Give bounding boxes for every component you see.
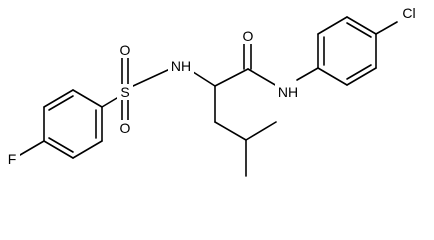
atom-fluorine: F — [8, 151, 17, 167]
bond-fring-inner-2 — [48, 137, 74, 153]
atom-sulfonamide-nh: NH — [171, 58, 191, 74]
bond-clring-6 — [317, 67, 348, 86]
bond-ccarbonyl-nh — [247, 68, 278, 87]
atom-carbonyl-o: O — [243, 28, 254, 44]
bond-fring-1 — [72, 89, 103, 108]
atom-o-sulfonyl-top: O — [120, 42, 131, 58]
bond-c-cl — [375, 21, 398, 35]
bond-calpha-ccarbonyl — [214, 68, 249, 87]
bond-clring-5 — [346, 67, 377, 86]
bond-fring-5 — [72, 140, 103, 159]
bond-cgamma-methyl-up — [245, 121, 277, 141]
bond-c-f — [19, 140, 45, 156]
atom-sulfur: S — [120, 84, 129, 100]
atom-o-sulfonyl-bottom: O — [120, 120, 131, 136]
bond-cbeta-cgamma — [214, 121, 247, 141]
structure-canvas: O S O NH O NH Cl F — [4, 5, 420, 177]
bond-nh-aryl — [296, 67, 319, 81]
bond-fring-inner-1 — [48, 95, 74, 111]
bond-clring-inner-2 — [346, 22, 372, 38]
atom-amide-nh: NH — [278, 84, 298, 100]
atom-chlorine: Cl — [402, 5, 415, 21]
bond-s-aryl — [101, 97, 118, 108]
molecule-drawing: O S O NH O NH Cl F — [4, 5, 420, 177]
bond-s-nh — [132, 68, 171, 87]
bond-clring-3 — [346, 16, 377, 35]
atom-labels: O S O NH O NH Cl F — [4, 5, 420, 167]
bond-clring-inner-3 — [346, 64, 372, 80]
bond-fring-4 — [43, 140, 74, 159]
bonds — [19, 16, 398, 177]
bond-fring-2 — [43, 89, 74, 108]
bond-nh-calpha — [189, 69, 216, 87]
bond-clring-2 — [317, 16, 348, 35]
